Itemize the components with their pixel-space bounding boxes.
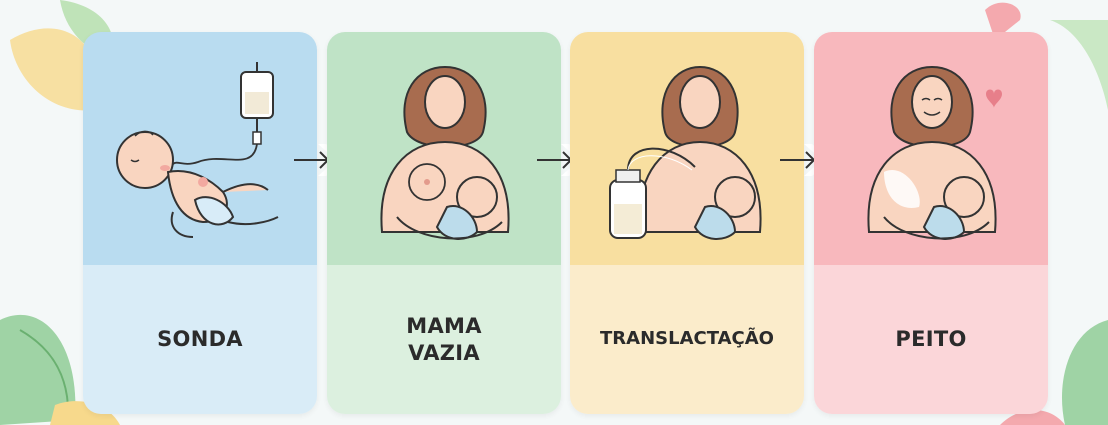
step-label: SONDA [83, 265, 317, 414]
step-label: TRANSLACTAÇÃO [570, 265, 804, 414]
translactation-bottle-icon [570, 32, 804, 265]
step-card-mama-vazia: MAMA VAZIA [327, 32, 561, 414]
step-card-peito: PEITO [814, 32, 1048, 414]
step-card-translactacao: TRANSLACTAÇÃO [570, 32, 804, 414]
step-card-sonda: SONDA [83, 32, 317, 414]
step-label: MAMA VAZIA [327, 265, 561, 414]
empty-breast-feeding-icon [327, 32, 561, 265]
feeding-tube-baby-icon [83, 32, 317, 265]
breastfeeding-icon [814, 32, 1048, 265]
step-label: PEITO [814, 265, 1048, 414]
